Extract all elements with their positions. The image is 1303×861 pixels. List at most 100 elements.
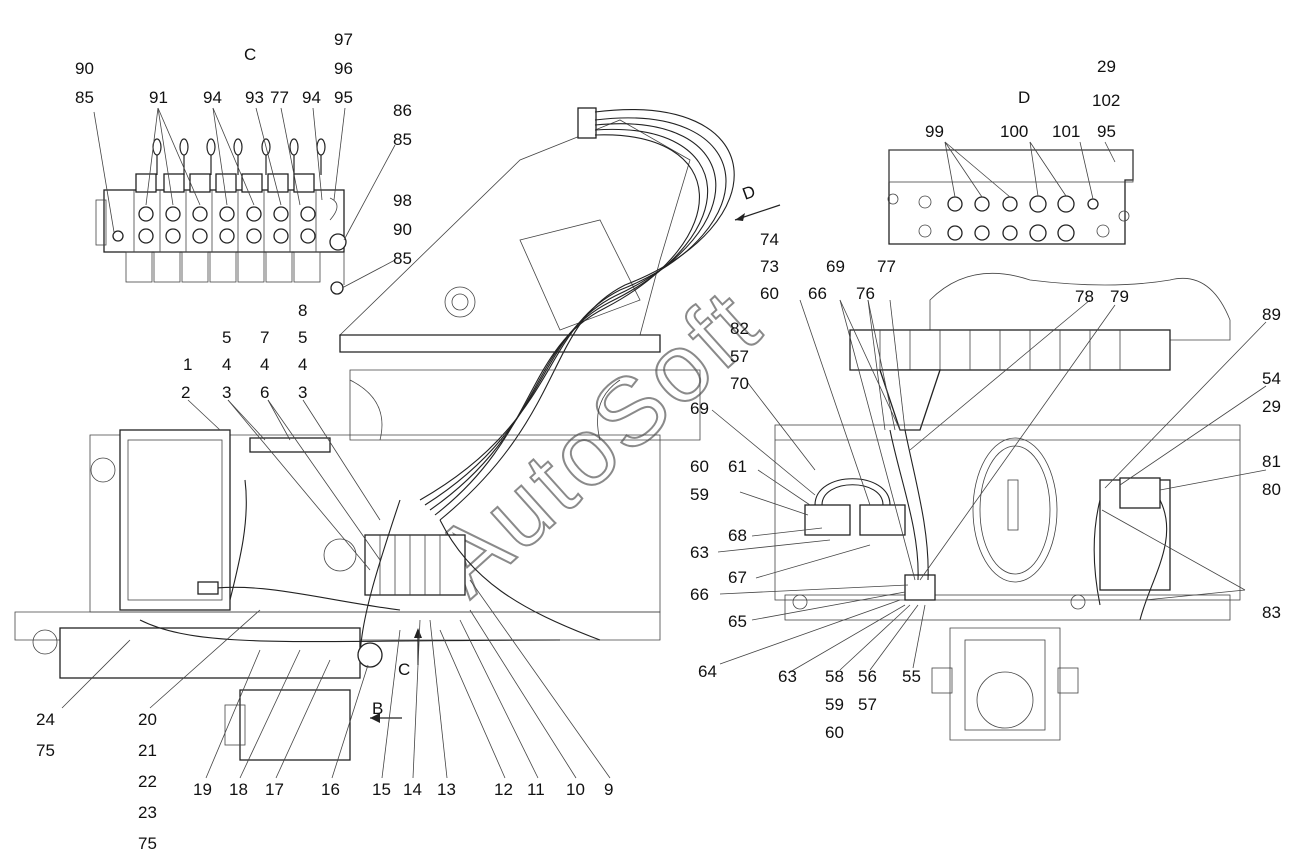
callout: 100 — [1000, 122, 1028, 141]
callout: 68 — [728, 526, 747, 545]
callout: 54 — [1262, 369, 1281, 388]
callout: 102 — [1092, 91, 1120, 110]
callout: 6 — [260, 383, 269, 402]
left-leader-lines — [61, 399, 611, 779]
callout: 59 — [825, 695, 844, 714]
right-leader-lines — [711, 299, 1267, 673]
callout: 56 — [858, 667, 877, 686]
callout: 90 — [75, 59, 94, 78]
callout: 67 — [728, 568, 747, 587]
callout: 23 — [138, 803, 157, 822]
callout: 4 — [298, 355, 307, 374]
callout: 58 — [825, 667, 844, 686]
callout: 78 — [1075, 287, 1094, 306]
callout: 91 — [149, 88, 168, 107]
callout: 95 — [1097, 122, 1116, 141]
detail-view-d — [887, 141, 1134, 245]
callout: 66 — [808, 284, 827, 303]
callout: 69 — [690, 399, 709, 418]
arrow-label-d: D — [740, 182, 758, 204]
callout: 93 — [245, 88, 264, 107]
callout: 101 — [1052, 122, 1080, 141]
arrow-label-b: B — [372, 699, 383, 718]
callout: 29 — [1097, 57, 1116, 76]
callout: 83 — [1262, 603, 1281, 622]
callout: 76 — [856, 284, 875, 303]
callout: 74 — [760, 230, 779, 249]
callout: 4 — [222, 355, 231, 374]
callout: 29 — [1262, 397, 1281, 416]
callout: 96 — [334, 59, 353, 78]
callout: 63 — [778, 667, 797, 686]
callout: 5 — [222, 328, 231, 347]
callout: 98 — [393, 191, 412, 210]
callout: 60 — [690, 457, 709, 476]
callout: 70 — [730, 374, 749, 393]
direction-arrow-d — [734, 204, 781, 221]
callout: 94 — [203, 88, 222, 107]
callout: 85 — [393, 249, 412, 268]
callout: 69 — [826, 257, 845, 276]
callout: 18 — [229, 780, 248, 799]
callout: 66 — [690, 585, 709, 604]
callout: 61 — [728, 457, 747, 476]
callout: 16 — [321, 780, 340, 799]
callout: 21 — [138, 741, 157, 760]
callout: 7 — [260, 328, 269, 347]
callout: 64 — [698, 662, 717, 681]
callout: 3 — [298, 383, 307, 402]
callout: 17 — [265, 780, 284, 799]
view-label-d: D — [1018, 88, 1030, 107]
arrow-label-c: C — [398, 660, 410, 679]
callout: 5 — [298, 328, 307, 347]
detail-view-c — [93, 107, 396, 295]
left-chassis-view — [14, 429, 661, 761]
callout-labels: C D D B C 90 85 91 94 93 77 94 97 96 95 … — [36, 30, 1281, 853]
right-frame-view — [774, 272, 1241, 741]
callout: 89 — [1262, 305, 1281, 324]
callout: 85 — [393, 130, 412, 149]
callout: 99 — [925, 122, 944, 141]
callout: 8 — [298, 301, 307, 320]
callout: 13 — [437, 780, 456, 799]
callout: 85 — [75, 88, 94, 107]
callout: 73 — [760, 257, 779, 276]
callout: 86 — [393, 101, 412, 120]
callout: 97 — [334, 30, 353, 49]
callout: 65 — [728, 612, 747, 631]
callout: 60 — [760, 284, 779, 303]
callout: 2 — [181, 383, 190, 402]
callout: 79 — [1110, 287, 1129, 306]
callout: 57 — [730, 347, 749, 366]
watermark: AutoSoft — [412, 268, 781, 615]
callout: 4 — [260, 355, 269, 374]
callout: 12 — [494, 780, 513, 799]
callout: 9 — [604, 780, 613, 799]
callout: 75 — [138, 834, 157, 853]
view-label-c: C — [244, 45, 256, 64]
callout: 55 — [902, 667, 921, 686]
callout: 11 — [527, 780, 545, 799]
direction-arrow-b — [370, 713, 402, 723]
callout: 24 — [36, 710, 55, 729]
callout: 15 — [372, 780, 391, 799]
callout: 81 — [1262, 452, 1281, 471]
callout: 77 — [270, 88, 289, 107]
callout: 22 — [138, 772, 157, 791]
callout: 3 — [222, 383, 231, 402]
callout: 95 — [334, 88, 353, 107]
boom-structure — [339, 107, 701, 441]
callout: 77 — [877, 257, 896, 276]
callout: 75 — [36, 741, 55, 760]
callout: 94 — [302, 88, 321, 107]
callout: 82 — [730, 319, 749, 338]
callout: 90 — [393, 220, 412, 239]
callout: 14 — [403, 780, 422, 799]
callout: 59 — [690, 485, 709, 504]
callout: 1 — [183, 355, 192, 374]
callout: 20 — [138, 710, 157, 729]
callout: 60 — [825, 723, 844, 742]
callout: 80 — [1262, 480, 1281, 499]
callout: 63 — [690, 543, 709, 562]
